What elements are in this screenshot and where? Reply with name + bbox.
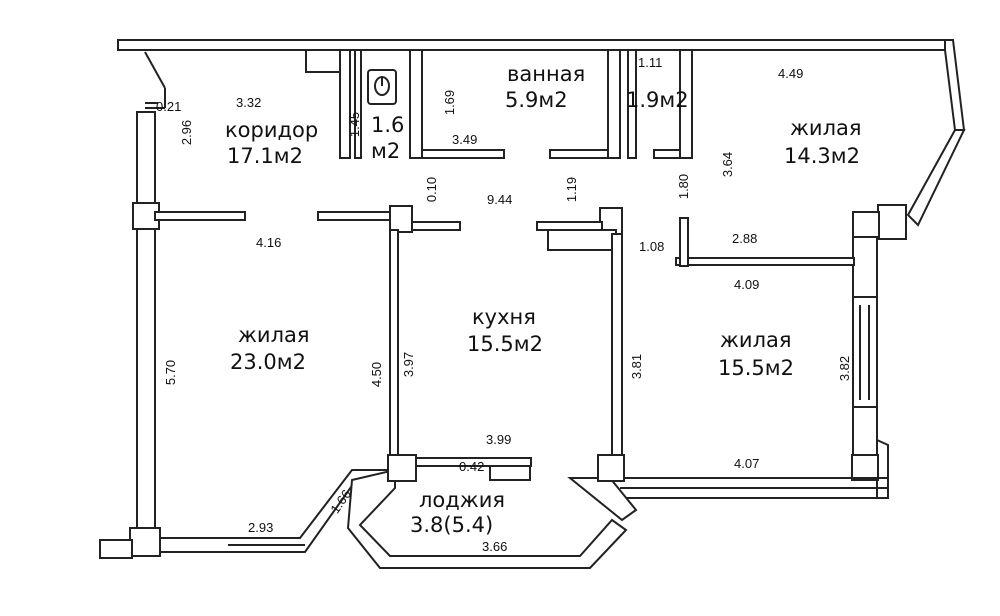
dimension-label: 4.09 [734, 277, 760, 292]
room-area-loggia: 3.8(5.4) [410, 513, 494, 537]
dimension-label: 1.08 [639, 239, 665, 254]
dimension-label: 9.44 [487, 192, 513, 207]
exterior-wall-right [598, 39, 966, 499]
room-name-living-ne: жилая [790, 116, 862, 140]
dimension-label: 1.19 [564, 176, 580, 203]
room-area-kitchen: 15.5м2 [467, 332, 543, 356]
dimension-label: 0.21 [156, 99, 182, 114]
dimension-label: 3.97 [401, 351, 417, 378]
dimension-label: 2.96 [179, 119, 195, 146]
dimension-label: 4.16 [256, 235, 282, 250]
room-name-kitchen: кухня [472, 305, 536, 329]
dimension-label: 1.80 [676, 173, 692, 200]
dimension-label: 1.45 [347, 111, 363, 138]
dimension-label: 3.81 [629, 353, 645, 380]
room-area-wc: 1.6 [371, 113, 405, 137]
dimension-label: 0.42 [459, 459, 485, 474]
dimension-label: 3.32 [236, 95, 262, 110]
room-area-corridor: 17.1м2 [227, 144, 303, 168]
room-area-living-ne: 14.3м2 [784, 144, 860, 168]
room-area-living-se: 15.5м2 [718, 356, 794, 380]
dimension-label: 4.50 [369, 361, 385, 388]
room-area-bathroom: 5.9м2 [505, 88, 568, 112]
interior-walls [154, 49, 855, 482]
room-area-living-w: 23.0м2 [230, 350, 306, 374]
dimension-label: 4.49 [778, 66, 804, 81]
room-name-corridor: коридор [225, 118, 319, 142]
exterior-wall-left [99, 51, 166, 559]
room-area-wc-unit: м2 [371, 139, 401, 163]
dimension-label: 1.11 [638, 55, 663, 70]
dimension-label: 2.88 [732, 231, 758, 246]
dimension-label: 1.69 [442, 89, 458, 116]
room-name-bathroom: ванная [507, 62, 586, 86]
room-name-living-se: жилая [720, 328, 792, 352]
dimension-label: 4.07 [734, 456, 760, 471]
dimension-label: 3.82 [837, 355, 853, 382]
dimension-label: 3.64 [720, 151, 736, 178]
dimension-label: 2.93 [248, 520, 274, 535]
room-area-storage: 1.9м2 [626, 88, 689, 112]
room-name-loggia: лоджия [419, 488, 505, 512]
dimension-label: 3.49 [452, 132, 478, 147]
dimension-label: 3.66 [482, 539, 508, 554]
loggia-wall [346, 468, 638, 569]
exterior-wall-top [117, 39, 946, 51]
toilet-fixture [367, 69, 397, 105]
dimension-label: 3.99 [486, 432, 512, 447]
dimension-label: 5.70 [163, 359, 179, 386]
room-name-living-w: жилая [238, 323, 310, 347]
dimension-label: 0.10 [424, 176, 440, 203]
